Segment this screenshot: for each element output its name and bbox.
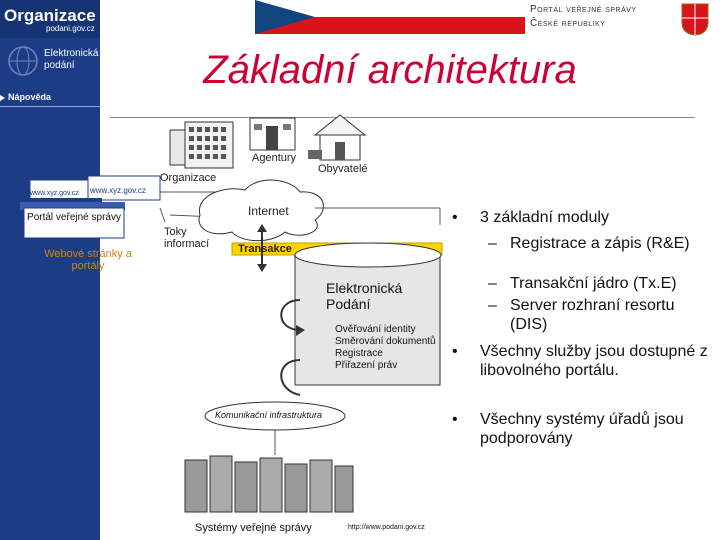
agentury-label: Agentury bbox=[252, 152, 297, 164]
title-underline bbox=[110, 117, 695, 118]
chevron-right-icon bbox=[0, 95, 5, 101]
org-url: podani.gov.cz bbox=[46, 24, 95, 33]
portal-title-line2: České republiky bbox=[530, 18, 606, 29]
org-name: Organizace bbox=[4, 6, 96, 25]
obyvatele-label: Obyvatelé bbox=[318, 163, 368, 175]
sidebar-divider bbox=[0, 106, 100, 107]
obyvatele-house-icon bbox=[308, 114, 367, 161]
function-item: Směrování dokumentů bbox=[335, 336, 436, 347]
sidebar bbox=[0, 0, 100, 540]
coat-of-arms-icon bbox=[681, 3, 709, 36]
el-podani-label: Elektronická Podání bbox=[326, 280, 403, 312]
help-link[interactable]: Nápověda bbox=[8, 92, 52, 102]
org-logo[interactable] bbox=[0, 0, 100, 38]
bullet-dot: • bbox=[452, 343, 458, 360]
functions-list: Ověřování identity Směrování dokumentů R… bbox=[335, 324, 436, 372]
websites-label: Webové stránky a portály bbox=[44, 248, 132, 272]
function-item: Ověřování identity bbox=[335, 324, 416, 335]
bullet-text: Všechny služby jsou dostupné z libovolné… bbox=[480, 343, 708, 379]
organizace-label: Organizace bbox=[160, 172, 217, 184]
toky-label: Toky informací bbox=[164, 226, 210, 250]
bullet-dot: • bbox=[452, 411, 458, 428]
portal-box-label: Portál veřejné správy bbox=[27, 212, 121, 223]
footer-url[interactable]: http://www.podani.gov.cz bbox=[348, 524, 425, 531]
web-url-1: www.xyz.gov.cz bbox=[90, 186, 146, 195]
bullet-text: Všechny systémy úřadů jsou podporovány bbox=[480, 411, 684, 447]
agentury-building-icon bbox=[249, 117, 296, 151]
systems-label: Systémy veřejné správy bbox=[195, 522, 312, 534]
internet-label: Internet bbox=[248, 204, 289, 218]
slide-title: Základní architektura bbox=[203, 48, 577, 92]
transakce-label: Transakce bbox=[238, 243, 292, 255]
sub-item-text: Server rozhraní resortu (DIS) bbox=[510, 297, 675, 333]
flag-banner bbox=[255, 0, 525, 34]
web-url-2: www.xyz.gov.cz bbox=[30, 190, 79, 197]
bullet-text: 3 základní moduly bbox=[480, 209, 609, 226]
sub-item-text: Transakční jádro (Tx.E) bbox=[510, 275, 677, 292]
infrastructure-label: Komunikační infrastruktura bbox=[215, 410, 323, 420]
bullet-dot: • bbox=[452, 209, 458, 226]
server-racks-icon bbox=[184, 455, 354, 513]
sub-item-text: Registrace a zápis (R&E) bbox=[510, 235, 690, 252]
function-item: Registrace bbox=[335, 348, 383, 359]
portal-title[interactable]: Portál veřejné správy České republiky bbox=[530, 3, 637, 31]
sidebar-item-elektronicka-podani[interactable]: Elektronická podání bbox=[44, 48, 99, 71]
portal-title-line1: Portál veřejné správy bbox=[530, 4, 637, 15]
function-item: Přiřazení práv bbox=[335, 360, 398, 371]
organizace-building-icon bbox=[169, 121, 234, 169]
globe-icon bbox=[8, 46, 38, 76]
